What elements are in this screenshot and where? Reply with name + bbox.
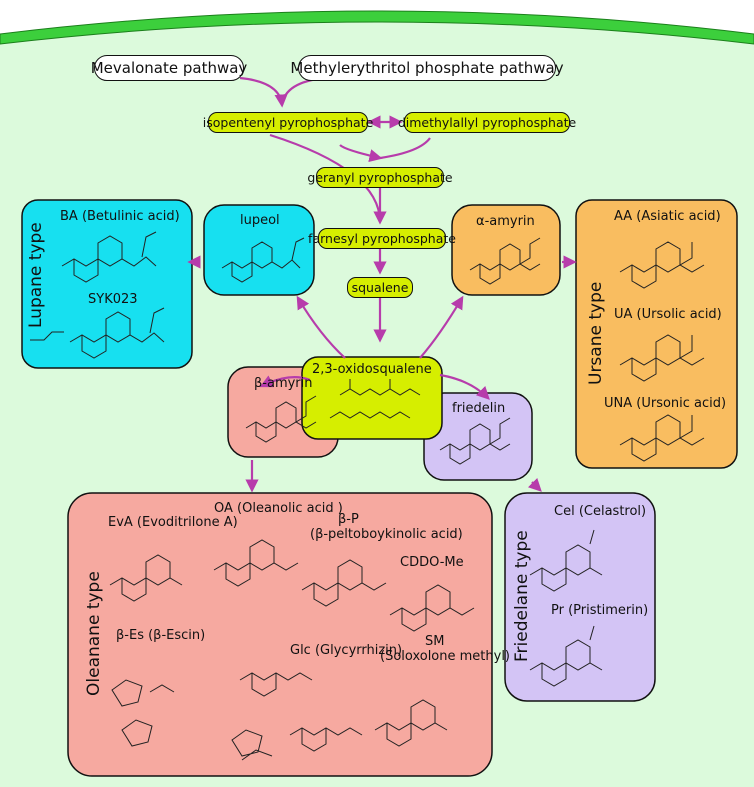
structure-beta-amyrin bbox=[245, 395, 317, 443]
friedelane-type-title: Friedelane type bbox=[512, 530, 532, 662]
ursane-compound-1: AA (Asiatic acid) bbox=[614, 209, 721, 224]
ursane-type-title: Ursane type bbox=[586, 281, 606, 385]
oxidosqualene-box bbox=[301, 356, 443, 440]
structure-lupane-compounds bbox=[30, 231, 165, 359]
structure-lupeol bbox=[221, 237, 305, 283]
lupane-compound-2: SYK023 bbox=[88, 292, 138, 307]
oleanane-sm-full: (Soloxolone methyl) bbox=[380, 649, 510, 664]
oleanane-oa: OA (Oleanolic acid ) bbox=[214, 501, 343, 516]
structure-ursane-compounds bbox=[619, 241, 705, 462]
alpha-amyrin-label: α-amyrin bbox=[476, 214, 535, 229]
oleanane-box bbox=[67, 492, 493, 777]
friedelane-compound-2: Pr (Pristimerin) bbox=[551, 603, 649, 618]
friedelane-box bbox=[504, 492, 656, 702]
oxidosqualene-label: 2,3-oxidosqualene bbox=[312, 362, 432, 377]
friedelane-compound-1: Cel (Celastrol) bbox=[554, 504, 647, 519]
structure-alpha-amyrin bbox=[469, 237, 541, 285]
friedelin-label: friedelin bbox=[452, 401, 506, 416]
alpha-amyrin-box bbox=[451, 204, 561, 296]
oleanane-eva: EvA (Evoditrilone A) bbox=[108, 515, 238, 530]
oleanane-bes: β-Es (β-Escin) bbox=[116, 628, 206, 643]
beta-amyrin-label: β-amyrin bbox=[254, 376, 313, 391]
ipp-label: isopentenyl pyrophosphate bbox=[203, 112, 373, 133]
mevalonate-pathway-label: Mevalonate pathway bbox=[91, 55, 247, 81]
ursane-compound-3: UNA (Ursonic acid) bbox=[604, 396, 727, 411]
oleanane-bp: β-P bbox=[338, 512, 359, 527]
gpp-label: geranyl pyrophosphate bbox=[307, 167, 453, 188]
lupane-box bbox=[21, 199, 193, 369]
mep-pathway-label: Methylerythritol phosphate pathway bbox=[290, 55, 564, 81]
oleanane-sm: SM bbox=[425, 634, 445, 649]
lupane-type-title: Lupane type bbox=[26, 222, 46, 328]
lupane-compound-1: BA (Betulinic acid) bbox=[60, 209, 180, 224]
oleanane-bp-full: (β-peltoboykinolic acid) bbox=[310, 527, 463, 542]
dmapp-label: dimethylallyl pyrophosphate bbox=[398, 112, 576, 133]
oleanane-type-title: Oleanane type bbox=[84, 571, 104, 696]
ursane-compound-2: UA (Ursolic acid) bbox=[614, 307, 722, 322]
ursane-box bbox=[575, 199, 738, 469]
structure-oleanane-compounds bbox=[109, 539, 475, 761]
oleanane-cddo: CDDO-Me bbox=[400, 555, 464, 570]
squalene-label: squalene bbox=[347, 277, 413, 298]
structure-oxidosqualene bbox=[329, 379, 421, 419]
fpp-label: farnesyl pyrophosphate bbox=[308, 228, 456, 249]
structure-friedelin bbox=[439, 417, 511, 465]
structure-friedelane-compounds bbox=[529, 529, 603, 687]
lupeol-label: lupeol bbox=[240, 213, 280, 228]
oleanane-glc: Glc (Glycyrrhizin) bbox=[290, 643, 403, 658]
cell-membrane bbox=[0, 10, 754, 45]
